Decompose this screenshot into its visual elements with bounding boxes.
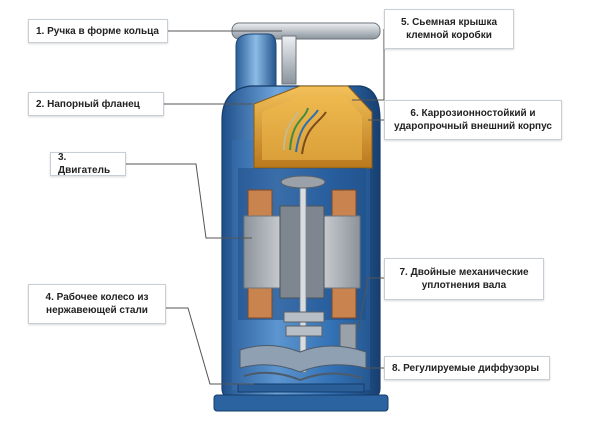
- label-ring-handle: 1. Ручка в форме кольца: [28, 19, 168, 43]
- label-terminal-cover: 5. Сьемная крышка клемной коробки: [384, 9, 514, 49]
- label-mechanical-seals-line1: 7. Двойные механические: [399, 267, 529, 278]
- label-diffusers: 8. Регулируемые диффузоры: [384, 356, 550, 380]
- label-pressure-flange: 2. Напорный фланец: [28, 92, 164, 116]
- label-diffusers-text: 8. Регулируемые диффузоры: [392, 362, 540, 374]
- label-motor-text: 3. Двигатель: [58, 152, 111, 176]
- label-terminal-cover-line1: 5. Сьемная крышка: [400, 17, 498, 28]
- terminal-box-cover: [253, 85, 373, 169]
- label-outer-housing-line1: 6. Каррозионностойкий и: [410, 108, 536, 119]
- leader-lines: [126, 29, 385, 385]
- mechanical-seals: [283, 311, 357, 351]
- motor: [238, 168, 366, 373]
- label-outer-housing: 6. Каррозионностойкий и ударопрочный вне…: [384, 100, 562, 140]
- label-impeller-line2: нержавеющей стали: [46, 305, 148, 316]
- adjustable-diffusers: [237, 383, 365, 393]
- label-impeller: 4. Рабочее колесо из нержавеющей стали: [28, 284, 166, 324]
- label-ring-handle-text: 1. Ручка в форме кольца: [36, 25, 159, 37]
- label-mechanical-seals-line2: уплотнения вала: [421, 280, 507, 291]
- label-terminal-cover-line2: клемной коробки: [406, 30, 492, 41]
- label-mechanical-seals: 7. Двойные механические уплотнения вала: [384, 258, 544, 300]
- label-motor: 3. Двигатель: [50, 152, 126, 176]
- label-outer-housing-line2: ударопрочный внешний корпус: [394, 121, 552, 132]
- label-pressure-flange-text: 2. Напорный фланец: [36, 98, 140, 110]
- label-impeller-line1: 4. Рабочее колесо из: [45, 292, 149, 303]
